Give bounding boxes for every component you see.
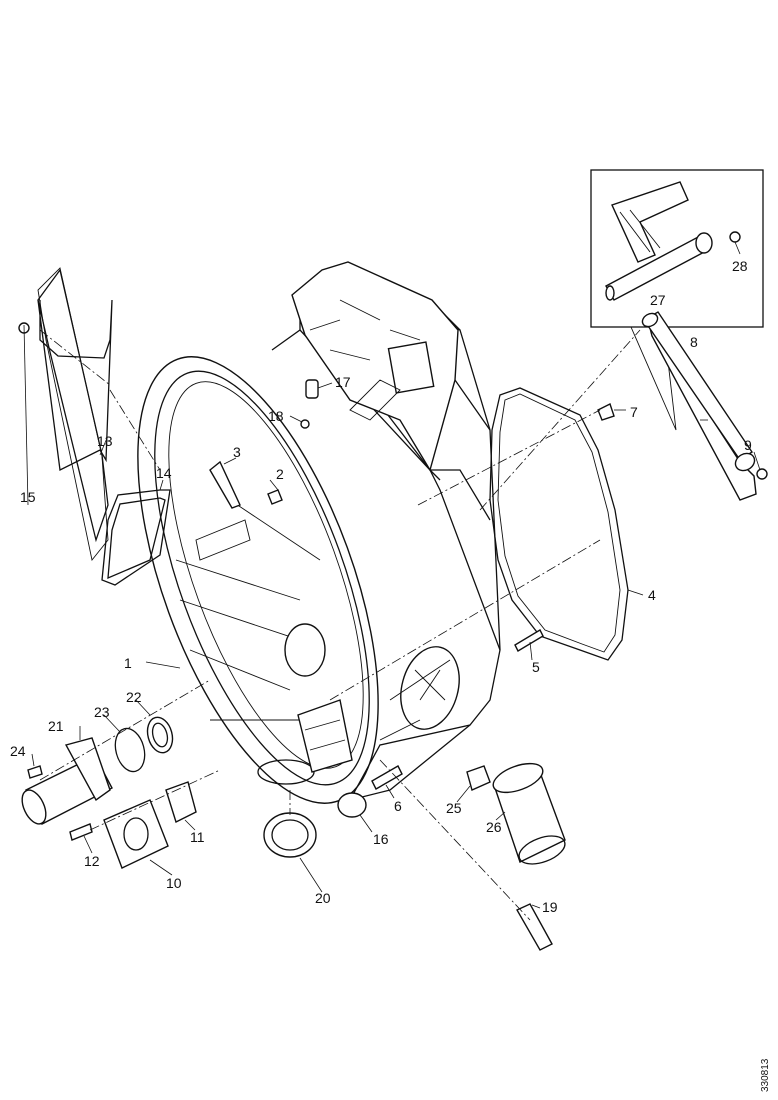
- part-16-cap: [337, 792, 367, 818]
- part-8-tube: [641, 311, 757, 501]
- callout-10: 10: [166, 875, 182, 891]
- part-21-tube: [21, 737, 113, 825]
- callout-11: 11: [190, 829, 205, 845]
- callout-4: 4: [648, 587, 656, 603]
- part-3-bracket: [209, 460, 241, 509]
- callout-3: 3: [233, 444, 241, 460]
- callout-1: 1: [124, 655, 132, 671]
- callout-12: 12: [84, 853, 100, 869]
- part-23-oring: [114, 727, 146, 773]
- part-24-bolt: [27, 765, 43, 779]
- part-22-seal: [146, 716, 174, 754]
- part-14-gasket: [101, 489, 171, 586]
- callout-labels: 1 2 3 4 5 6 7 8 9 10 11 12 13 14 15 16 1…: [10, 258, 752, 915]
- part-4-gasket: [489, 387, 629, 661]
- callout-26: 26: [486, 819, 502, 835]
- callout-2: 2: [276, 466, 284, 482]
- part-2-bolt: [267, 489, 283, 505]
- part-13-gasket-outline: [37, 268, 109, 543]
- part-26-filter: [492, 762, 566, 865]
- callout-15: 15: [20, 489, 36, 505]
- part-5-pin: [514, 629, 544, 652]
- callout-9: 9: [744, 437, 752, 453]
- part-11-cover: [165, 781, 197, 823]
- callout-24: 24: [10, 743, 26, 759]
- part-6-bolt: [371, 765, 403, 790]
- callout-13: 13: [97, 433, 113, 449]
- inset-bracket-part: [611, 181, 689, 263]
- callout-20: 20: [315, 890, 331, 906]
- alignment-lines: [39, 329, 641, 921]
- callout-17: 17: [335, 374, 351, 390]
- callout-7: 7: [630, 404, 638, 420]
- drawing-reference: 330813: [760, 1058, 771, 1092]
- callout-5: 5: [532, 659, 540, 675]
- part-13-gasket: [37, 267, 113, 562]
- part-9-nut: [756, 468, 768, 480]
- part-27-tube: [605, 232, 713, 301]
- part-19-rod: [516, 903, 553, 951]
- detail-inset: [590, 169, 764, 431]
- part-18-bolt: [300, 419, 310, 429]
- callout-25: 25: [446, 800, 462, 816]
- part-7-bolt: [597, 403, 615, 421]
- callout-14: 14: [156, 465, 172, 481]
- callout-21: 21: [48, 718, 64, 734]
- part-1-housing: [137, 261, 501, 804]
- callout-19: 19: [542, 899, 558, 915]
- leader-lines: [23, 324, 761, 909]
- callout-18: 18: [268, 408, 284, 424]
- callout-22: 22: [126, 689, 142, 705]
- part-17-plug: [305, 379, 319, 399]
- callout-16: 16: [373, 831, 389, 847]
- part-20-cover: [263, 812, 317, 858]
- callout-28: 28: [732, 258, 748, 274]
- callout-27: 27: [650, 292, 666, 308]
- part-12-bolt: [69, 823, 93, 841]
- callout-6: 6: [394, 798, 402, 814]
- part-25-fitting: [466, 765, 491, 791]
- part-10-flange: [103, 799, 169, 869]
- part-28-nut: [729, 231, 741, 243]
- callout-23: 23: [94, 704, 110, 720]
- callout-8: 8: [690, 334, 698, 350]
